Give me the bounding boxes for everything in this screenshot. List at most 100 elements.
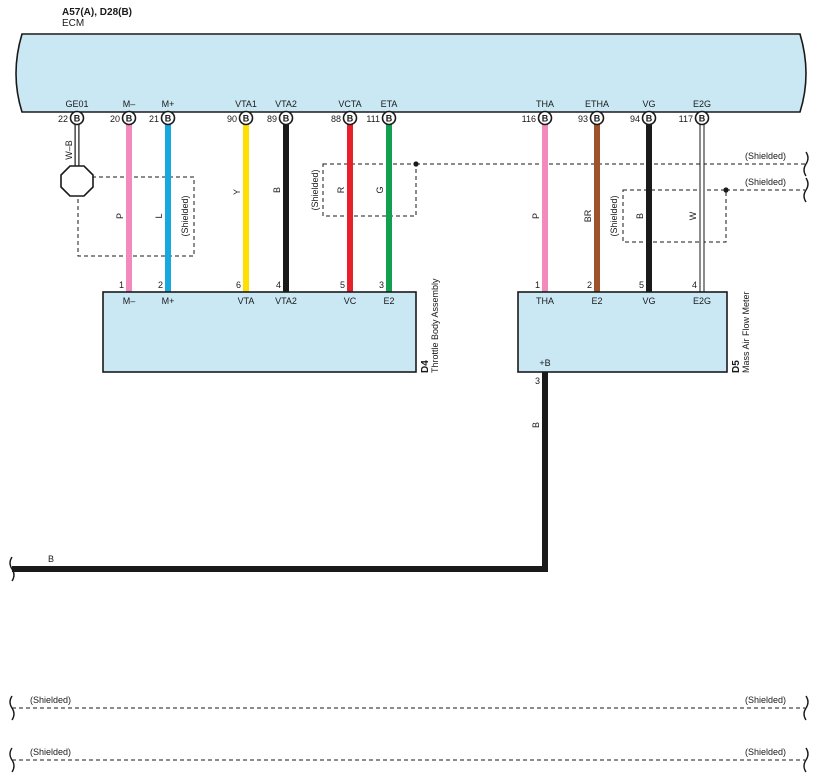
ecm-pin-93: 93 B	[578, 110, 605, 126]
wire-label-vta1: Y	[232, 189, 242, 195]
throttle-term-vta: VTA	[238, 296, 255, 306]
ecm-pin-conn-21: B	[165, 114, 172, 124]
ecm-pin-num-90: 90	[227, 114, 237, 124]
ecm-box	[15, 33, 807, 113]
ecm-pin-conn-116: B	[542, 114, 549, 124]
ecm-term-vg: VG	[642, 99, 655, 109]
ecm-pin-num-88: 88	[331, 114, 341, 124]
maf-code-label: D5	[731, 360, 742, 373]
break-mark-left-b2	[9, 747, 15, 773]
ecm-term-e2g: E2G	[693, 99, 711, 109]
wires	[9, 124, 705, 582]
throttle-terminal-labels: M– M+ VTA VTA2 VC E2	[123, 296, 395, 306]
maf-pin-num-1: 1	[535, 280, 540, 290]
throttle-term-m-minus: M–	[123, 296, 136, 306]
ecm-pin-conn-90: B	[243, 114, 250, 124]
maf-terminal-labels: THA E2 VG E2G +B	[536, 296, 711, 368]
shield-label-bottom-2-right: (Shielded)	[745, 747, 786, 757]
shield-label-bottom-2-left: (Shielded)	[30, 747, 71, 757]
wire-label-vg: B	[635, 213, 645, 219]
ecm-pin-conn-117: B	[699, 114, 706, 124]
ecm-pin-90: 90 B	[227, 110, 254, 126]
shield-box-motor	[77, 176, 195, 257]
shield-label-bottom-1-left: (Shielded)	[30, 695, 71, 705]
ecm-term-m-minus: M–	[123, 99, 136, 109]
wire-label-m-minus: P	[115, 213, 125, 219]
break-mark-right-b2	[803, 747, 809, 773]
wire-label-m-plus: L	[154, 213, 164, 218]
ecm-pin-conn-20: B	[126, 114, 133, 124]
ecm-pin-num-21: 21	[149, 114, 159, 124]
shield-label-vc: (Shielded)	[745, 151, 786, 161]
ecm-pin-conn-93: B	[594, 114, 601, 124]
ecm-pin-117: 117 B	[679, 110, 710, 126]
ecm-pin-111: 111 B	[366, 110, 397, 126]
maf-pin-num-5: 5	[639, 280, 644, 290]
ground-octagon	[60, 165, 94, 197]
wire-label-vta2: B	[272, 187, 282, 193]
wire-label-ge01: W–B	[64, 140, 74, 160]
wire-label-power-bottom: B	[48, 554, 54, 564]
throttle-term-m-plus: M+	[162, 296, 175, 306]
ecm-term-eta: ETA	[381, 99, 398, 109]
throttle-pin-num-1: 1	[119, 280, 124, 290]
ecm-pin-num-94: 94	[630, 114, 640, 124]
wire-label-power: B	[531, 422, 541, 428]
ecm-pin-20: 20 B	[110, 110, 137, 126]
bottom-shield-lines: (Shielded) (Shielded) (Shielded) (Shield…	[9, 695, 809, 773]
throttle-term-vc: VC	[344, 296, 357, 306]
shield-label-motor: (Shielded)	[180, 195, 190, 236]
wire-label-e2g: W	[688, 211, 698, 220]
ecm-term-vta2: VTA2	[275, 99, 297, 109]
ecm-term-etha: ETHA	[585, 99, 609, 109]
ecm-pin-conn-111: B	[386, 114, 393, 124]
ecm-name-label: ECM	[62, 18, 84, 29]
maf-term-e2g: E2G	[693, 296, 711, 306]
ecm-pin-num-20: 20	[110, 114, 120, 124]
ecm-term-tha: THA	[536, 99, 554, 109]
ecm-pin-conn-94: B	[646, 114, 653, 124]
throttle-pin-num-2: 2	[158, 280, 163, 290]
ecm-pin-num-89: 89	[267, 114, 277, 124]
shield-box-vg	[622, 189, 727, 243]
wire-color-labels: W–B P L Y B R G P BR B W B B (Shielded) …	[48, 140, 698, 564]
ecm-connector-label: A57(A), D28(B)	[62, 7, 132, 18]
ecm-pin-22: 22 B	[58, 110, 85, 126]
break-mark-right-b1	[803, 695, 809, 721]
maf-pin-num-2: 2	[587, 280, 592, 290]
ecm-pin-116: 116 B	[522, 110, 553, 126]
maf-term-e2: E2	[591, 296, 602, 306]
shields: (Shielded) (Shielded)	[77, 151, 809, 257]
shield-label-bottom-1-right: (Shielded)	[745, 695, 786, 705]
throttle-name-label: Throttle Body Assembly	[430, 278, 440, 373]
ecm-pin-num-117: 117	[679, 114, 693, 124]
throttle-term-vta2: VTA2	[275, 296, 297, 306]
wire-power-b	[12, 372, 548, 572]
ecm-term-vcta: VCTA	[338, 99, 361, 109]
throttle-pin-num-6: 6	[236, 280, 241, 290]
ecm-pin-94: 94 B	[630, 110, 657, 126]
ecm-pin-89: 89 B	[267, 110, 294, 126]
throttle-pin-num-5: 5	[340, 280, 345, 290]
shield-junction-vg	[723, 187, 729, 193]
maf-pin-num-4: 4	[692, 280, 697, 290]
ecm-term-m-plus: M+	[162, 99, 175, 109]
wire-label-vc: R	[336, 186, 346, 193]
break-mark-right-1	[803, 151, 809, 177]
ecm-pin-num-93: 93	[578, 114, 588, 124]
break-mark-left-b1	[9, 695, 15, 721]
wire-label-etha: BR	[583, 209, 593, 222]
break-mark-left-power	[9, 556, 15, 582]
ecm-term-vta1: VTA1	[235, 99, 257, 109]
ecm-pin-21: 21 B	[149, 110, 176, 126]
ecm-pin-num-22: 22	[58, 114, 68, 124]
maf-pin-numbers: 1 2 5 4	[535, 280, 697, 290]
shield-label-vc-vertical: (Shielded)	[310, 169, 320, 210]
maf-term-tha: THA	[536, 296, 554, 306]
ecm-pin-num-116: 116	[522, 114, 536, 124]
throttle-code-label: D4	[420, 360, 431, 373]
ecm-pin-88: 88 B	[331, 110, 358, 126]
maf-name-label: Mass Air Flow Meter	[741, 291, 751, 373]
throttle-body-box	[102, 291, 417, 373]
